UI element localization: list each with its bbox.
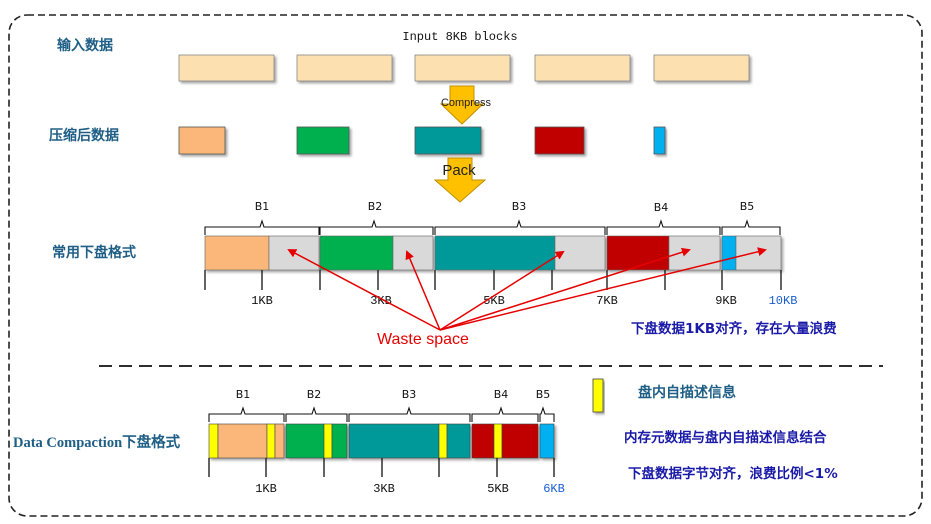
data-segment xyxy=(217,423,268,459)
label-compaction-format: Data Compaction下盘格式 xyxy=(13,433,181,451)
tick-label-total: 6KB xyxy=(543,482,565,496)
compaction-storage-bar xyxy=(208,423,555,459)
common-tick-labels: 1KB 3KB 5KB 7KB 9KB 10KB xyxy=(251,294,797,308)
common-block-labels: B1 B2 B3 B4 B5 xyxy=(255,200,755,214)
data-segment xyxy=(434,235,556,271)
compaction-ticks xyxy=(208,458,555,477)
common-storage-bar xyxy=(204,235,782,271)
brace-b3 xyxy=(434,219,606,235)
tick-label: 9KB xyxy=(715,294,737,308)
compressed-block xyxy=(414,126,482,155)
data-segment xyxy=(348,423,440,459)
brace-c1 xyxy=(208,406,285,422)
common-block-label: B3 xyxy=(512,200,527,213)
data-segment xyxy=(446,423,471,459)
compaction-block-label: B3 xyxy=(402,388,417,401)
label-compressed-data: 压缩后数据 xyxy=(49,127,119,144)
compaction-note-2: 下盘数据字节对齐，浪费比例<1% xyxy=(628,465,838,482)
brace-b4 xyxy=(606,219,721,235)
compressed-block xyxy=(178,126,226,155)
brace-b2 xyxy=(319,219,434,235)
common-braces xyxy=(204,219,781,235)
waste-arrow xyxy=(439,247,691,331)
label-input-data: 输入数据 xyxy=(57,37,113,54)
common-ticks xyxy=(204,270,782,290)
input-block xyxy=(414,54,511,82)
input-block xyxy=(534,54,631,82)
compaction-tick-labels: 1KB 3KB 5KB 6KB xyxy=(255,482,565,496)
waste-segment xyxy=(668,235,721,271)
compressed-blocks xyxy=(178,126,666,155)
pack-label: Pack xyxy=(442,162,476,179)
input-block xyxy=(178,54,275,82)
tick-label: 5KB xyxy=(483,294,505,308)
compaction-block-label: B4 xyxy=(494,388,509,401)
data-segment xyxy=(285,423,325,459)
waste-segment xyxy=(735,235,782,271)
brace-c2 xyxy=(285,406,348,422)
compressed-block xyxy=(534,126,585,155)
tick-label: 3KB xyxy=(370,294,392,308)
legend-metadata-label: 盘内自描述信息 xyxy=(638,384,736,401)
input-blocks xyxy=(178,54,750,82)
metadata-segment xyxy=(323,423,333,459)
brace-b1 xyxy=(204,219,320,235)
common-note: 下盘数据1KB对齐，存在大量浪费 xyxy=(631,320,837,337)
compaction-block-label: B1 xyxy=(236,388,251,401)
compaction-block-label: B5 xyxy=(536,388,551,401)
compress-label: Compress xyxy=(441,97,492,109)
data-segment xyxy=(204,235,270,271)
metadata-segment xyxy=(493,423,503,459)
brace-c5 xyxy=(539,406,555,422)
compressed-block xyxy=(296,126,350,155)
data-segment xyxy=(606,235,670,271)
data-segment xyxy=(331,423,348,459)
compaction-braces xyxy=(208,406,555,422)
data-segment xyxy=(539,423,555,459)
compress-arrow-icon xyxy=(439,85,485,125)
input-title: Input 8KB blocks xyxy=(402,30,517,44)
waste-arrow xyxy=(439,247,767,331)
compaction-note-1: 内存元数据与盘内自描述信息结合 xyxy=(624,429,827,446)
waste-arrow xyxy=(405,250,441,331)
brace-c3 xyxy=(348,406,471,422)
tick-label: 5KB xyxy=(487,482,509,496)
common-block-label: B2 xyxy=(368,200,383,213)
waste-arrow xyxy=(287,249,441,331)
tick-label: 1KB xyxy=(251,294,273,308)
waste-arrows xyxy=(287,247,767,331)
tick-label: 3KB xyxy=(373,482,395,496)
data-segment xyxy=(274,423,285,459)
input-block xyxy=(653,54,750,82)
input-block xyxy=(296,54,393,82)
metadata-segment xyxy=(438,423,448,459)
tick-label: 1KB xyxy=(255,482,277,496)
brace-c4 xyxy=(471,406,539,422)
compaction-block-label: B2 xyxy=(307,388,322,401)
tick-label-total: 10KB xyxy=(769,294,798,308)
pack-arrow-icon xyxy=(433,157,487,203)
data-segment xyxy=(721,235,737,271)
compaction-block-labels: B1 B2 B3 B4 B5 xyxy=(236,388,551,401)
label-common-format: 常用下盘格式 xyxy=(52,244,136,261)
legend-metadata-swatch xyxy=(592,378,604,413)
data-segment xyxy=(501,423,539,459)
waste-space-label: Waste space xyxy=(377,331,469,348)
metadata-segment xyxy=(208,423,219,459)
brace-b5 xyxy=(721,219,781,235)
common-block-label: B1 xyxy=(255,200,270,213)
outer-frame xyxy=(8,14,923,517)
compressed-block xyxy=(653,126,666,155)
common-block-label: B5 xyxy=(740,200,755,213)
data-segment xyxy=(471,423,495,459)
waste-arrow xyxy=(439,250,565,331)
tick-label: 7KB xyxy=(596,294,618,308)
common-block-label: B4 xyxy=(654,201,669,214)
metadata-segment xyxy=(266,423,276,459)
data-segment xyxy=(319,235,394,271)
